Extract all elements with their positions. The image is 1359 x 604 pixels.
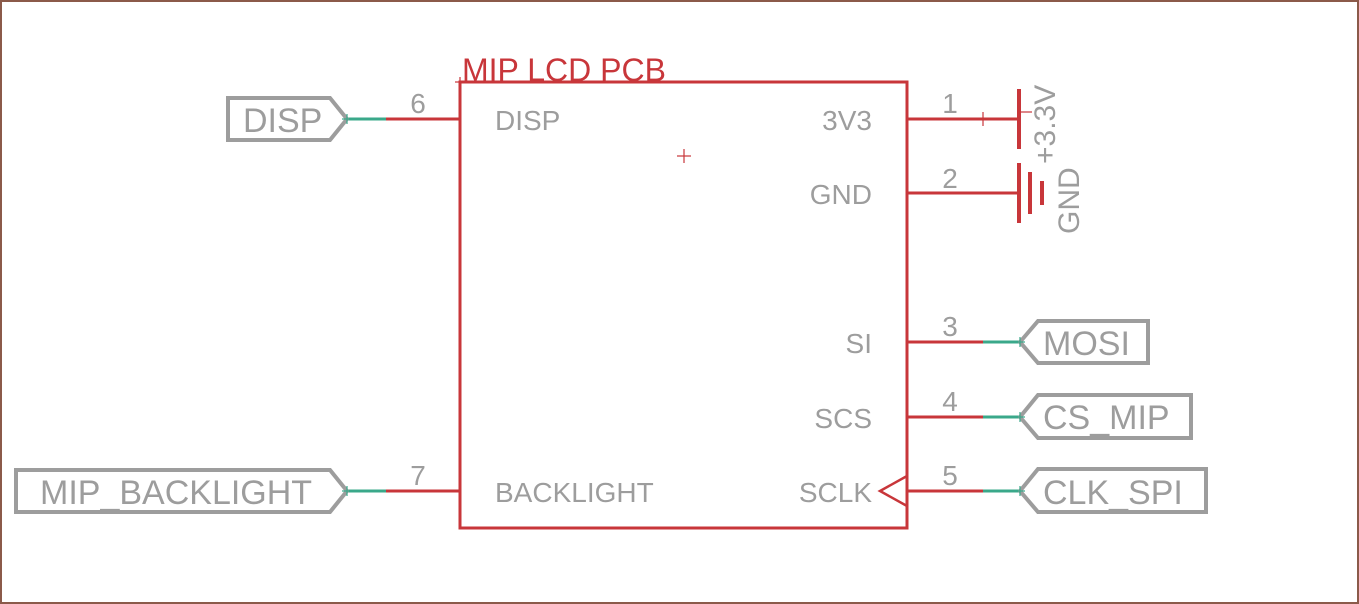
power-3v3-label: +3.3V [1029, 85, 1062, 164]
net-label-text: CLK_SPI [1043, 474, 1183, 512]
pin-scs[interactable]: 4 SCS [814, 386, 1020, 434]
pin-name: DISP [495, 105, 560, 136]
connection-points [342, 114, 1025, 496]
ground-label: GND [1053, 167, 1086, 234]
pin-number: 2 [942, 163, 958, 194]
pin-name: SI [846, 328, 872, 359]
pin-si[interactable]: 3 SI [846, 311, 1020, 359]
pin-number: 3 [942, 311, 958, 342]
net-label-mip-backlight[interactable]: MIP_BACKLIGHT [14, 468, 350, 514]
net-label-mosi[interactable]: MOSI [1017, 319, 1150, 365]
net-label-text: DISP [243, 102, 322, 140]
ground-symbol[interactable]: GND [1017, 163, 1086, 234]
pin-name: SCLK [799, 477, 872, 508]
pin-name: SCS [814, 403, 872, 434]
pin-number: 6 [410, 88, 426, 119]
pin-3v3[interactable]: 1 3V3 [822, 88, 1019, 136]
power-3v3-symbol[interactable]: +3.3V [1017, 85, 1062, 164]
net-label-cs-mip[interactable]: CS_MIP [1017, 393, 1193, 440]
net-label-text: MIP_BACKLIGHT [40, 474, 312, 512]
pin-gnd[interactable]: 2 GND [810, 163, 1019, 210]
pin-name: BACKLIGHT [495, 477, 654, 508]
pin-name: 3V3 [822, 105, 872, 136]
component-body[interactable] [458, 80, 909, 530]
net-label-text: CS_MIP [1043, 399, 1170, 437]
pin-disp[interactable]: 6 DISP [347, 88, 560, 136]
pin-sclk[interactable]: 5 SCLK [799, 460, 1020, 508]
pin-name: GND [810, 179, 872, 210]
clock-input-symbol [877, 474, 908, 508]
pin-number: 1 [942, 88, 958, 119]
pin-number: 7 [410, 460, 426, 491]
pin-number: 4 [942, 386, 958, 417]
net-label-disp[interactable]: DISP [226, 96, 350, 142]
net-label-text: MOSI [1043, 325, 1130, 363]
component-name: MIP LCD PCB [462, 52, 666, 88]
net-label-clk-spi[interactable]: CLK_SPI [1017, 467, 1208, 514]
pin-number: 5 [942, 460, 958, 491]
pin-backlight[interactable]: 7 BACKLIGHT [347, 460, 654, 508]
